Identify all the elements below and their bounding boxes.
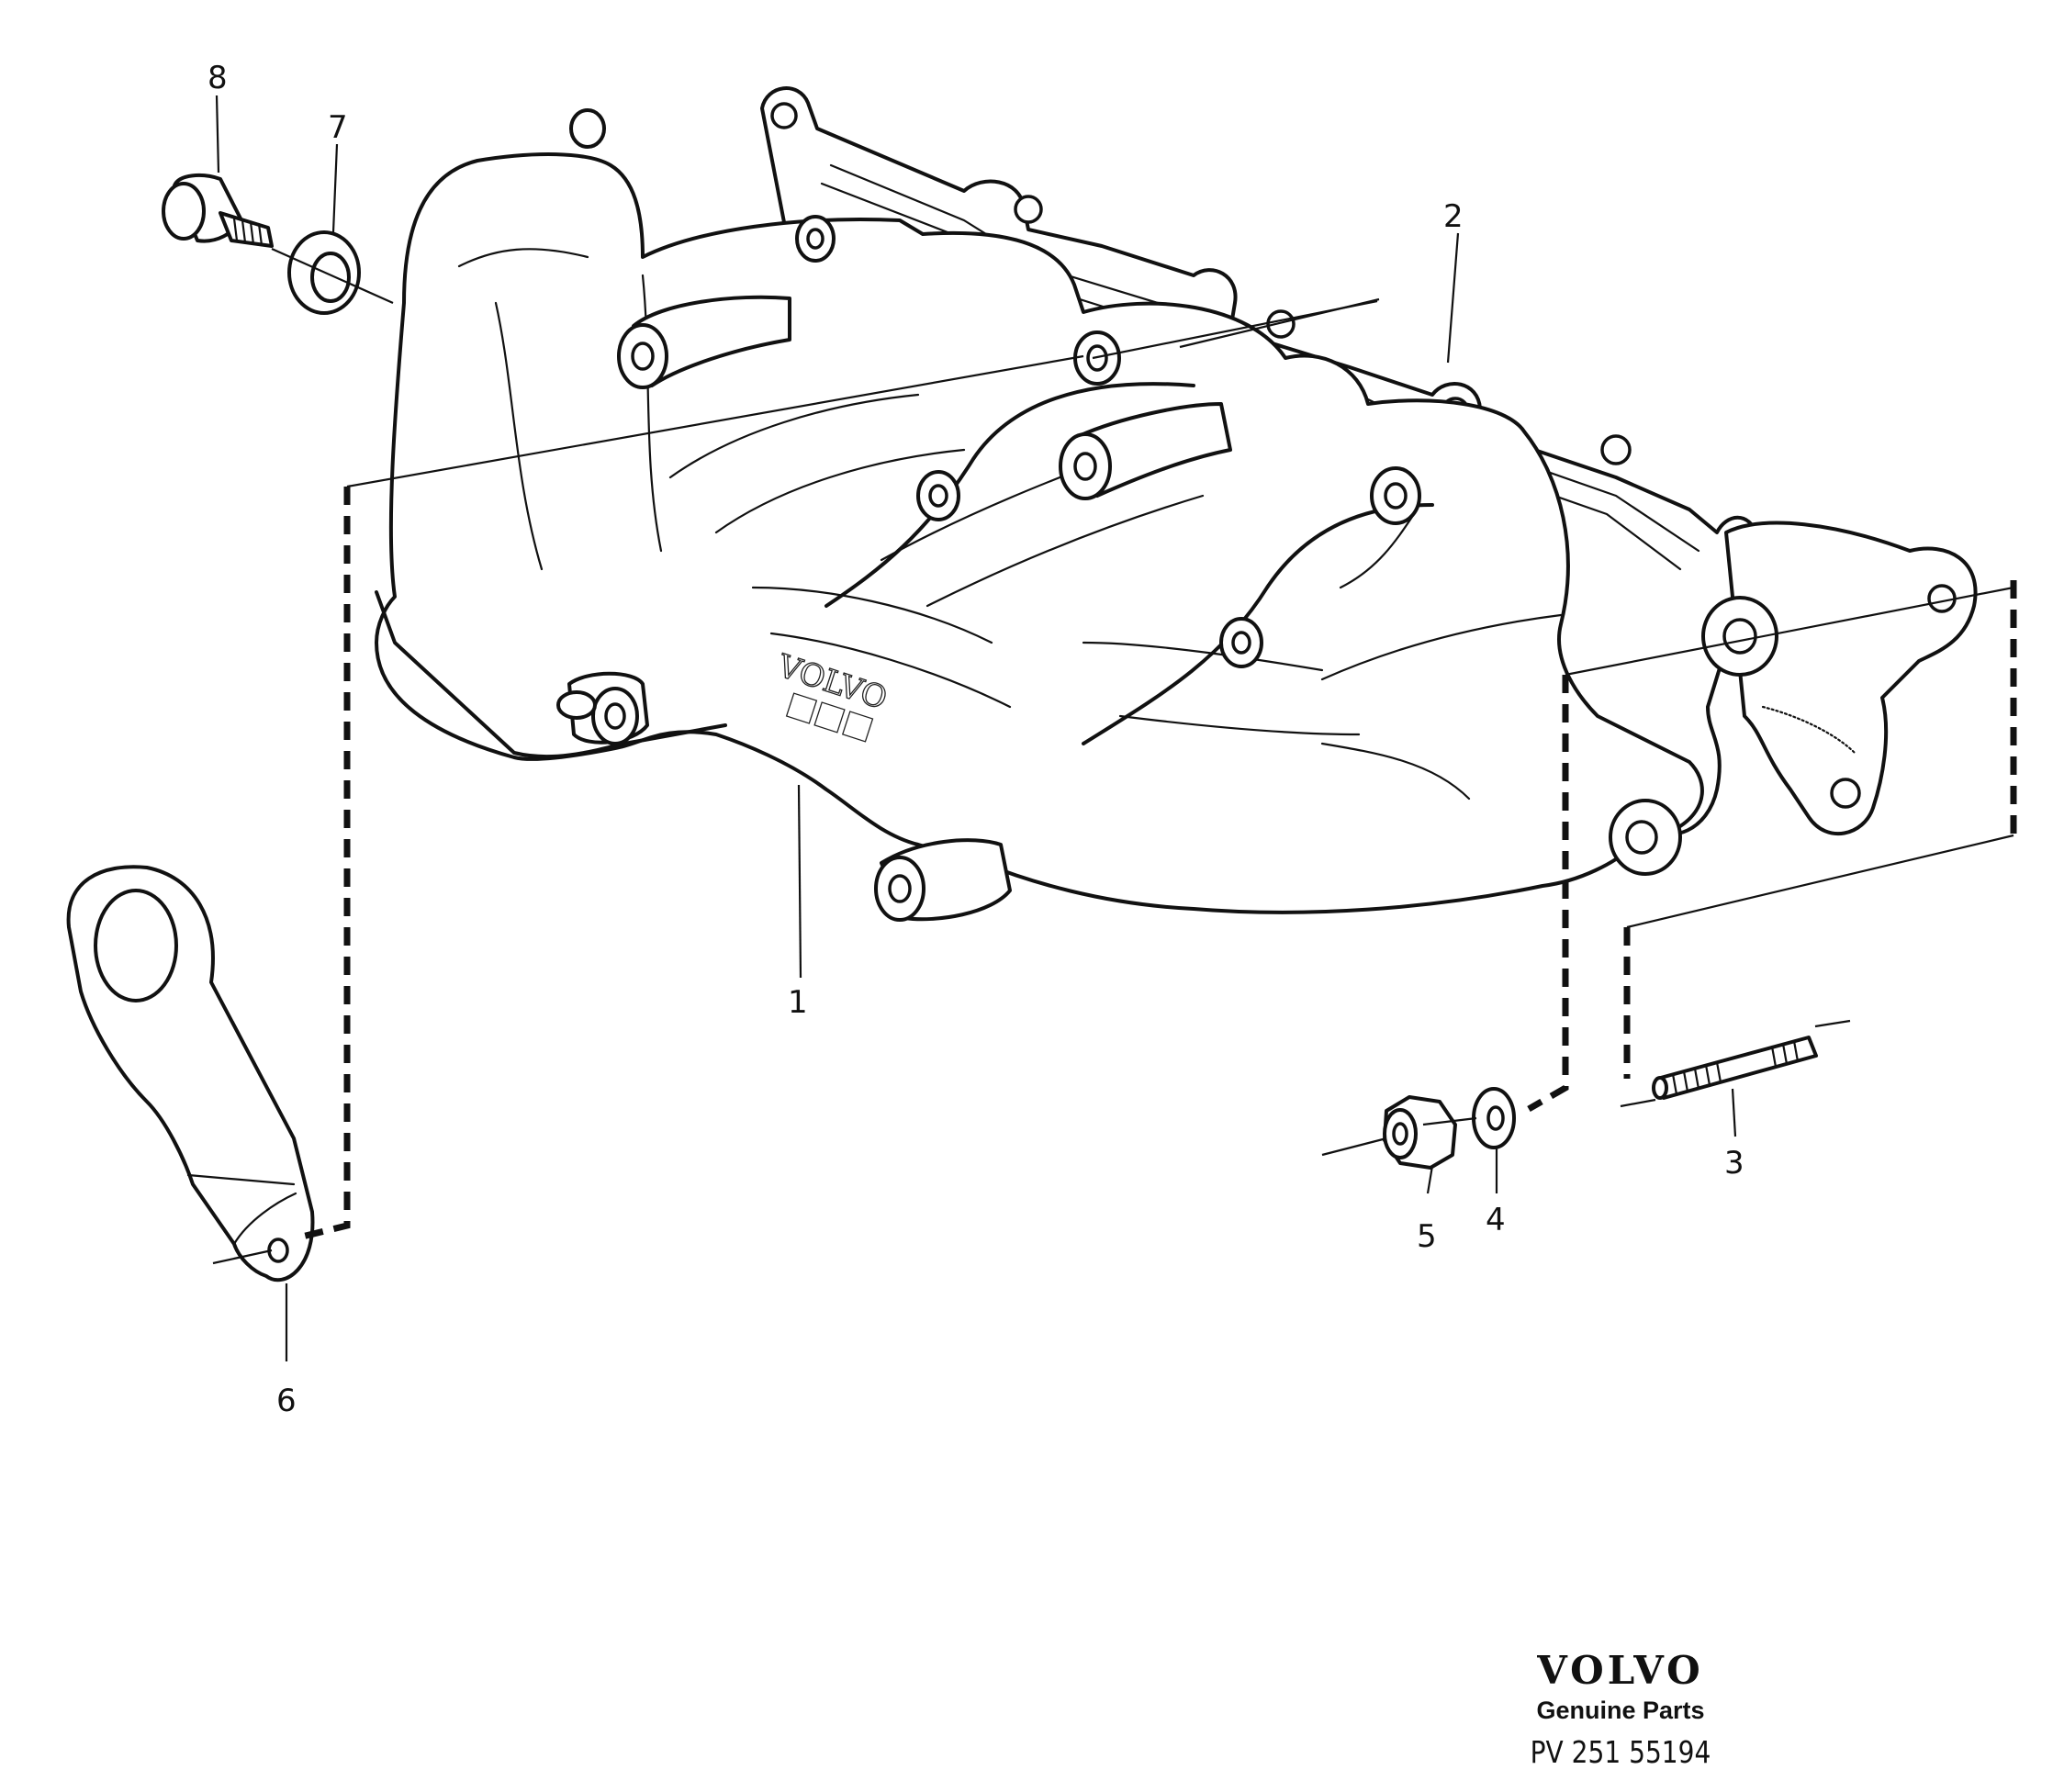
assembly-lines — [297, 297, 2017, 1241]
label-part-1: 1 — [788, 984, 808, 1021]
label-part-4: 4 — [1486, 1202, 1506, 1238]
exhaust-manifold: VOLVO ■■■ — [375, 108, 1778, 922]
brand-logo: VOLVO — [1537, 1648, 1704, 1693]
label-part-5: 5 — [1417, 1218, 1437, 1255]
part-labels: 1 2 3 4 5 6 7 8 — [208, 60, 1744, 1419]
label-part-2: 2 — [1443, 198, 1464, 235]
stud — [1652, 1036, 1818, 1100]
washer — [1472, 1087, 1516, 1149]
plug — [162, 173, 274, 248]
part-catalog-code: PV 251 55194 — [1530, 1734, 1711, 1770]
label-part-3: 3 — [1724, 1145, 1744, 1182]
lifting-eye — [66, 865, 315, 1282]
brand-block: VOLVO Genuine Parts PV 251 55194 — [1469, 1649, 1772, 1777]
leader-lines — [212, 95, 1851, 1361]
brand-subtitle: Genuine Parts — [1536, 1697, 1705, 1724]
nut — [1383, 1095, 1457, 1170]
label-part-6: 6 — [276, 1383, 297, 1419]
label-part-7: 7 — [328, 109, 348, 146]
label-part-8: 8 — [208, 60, 228, 96]
